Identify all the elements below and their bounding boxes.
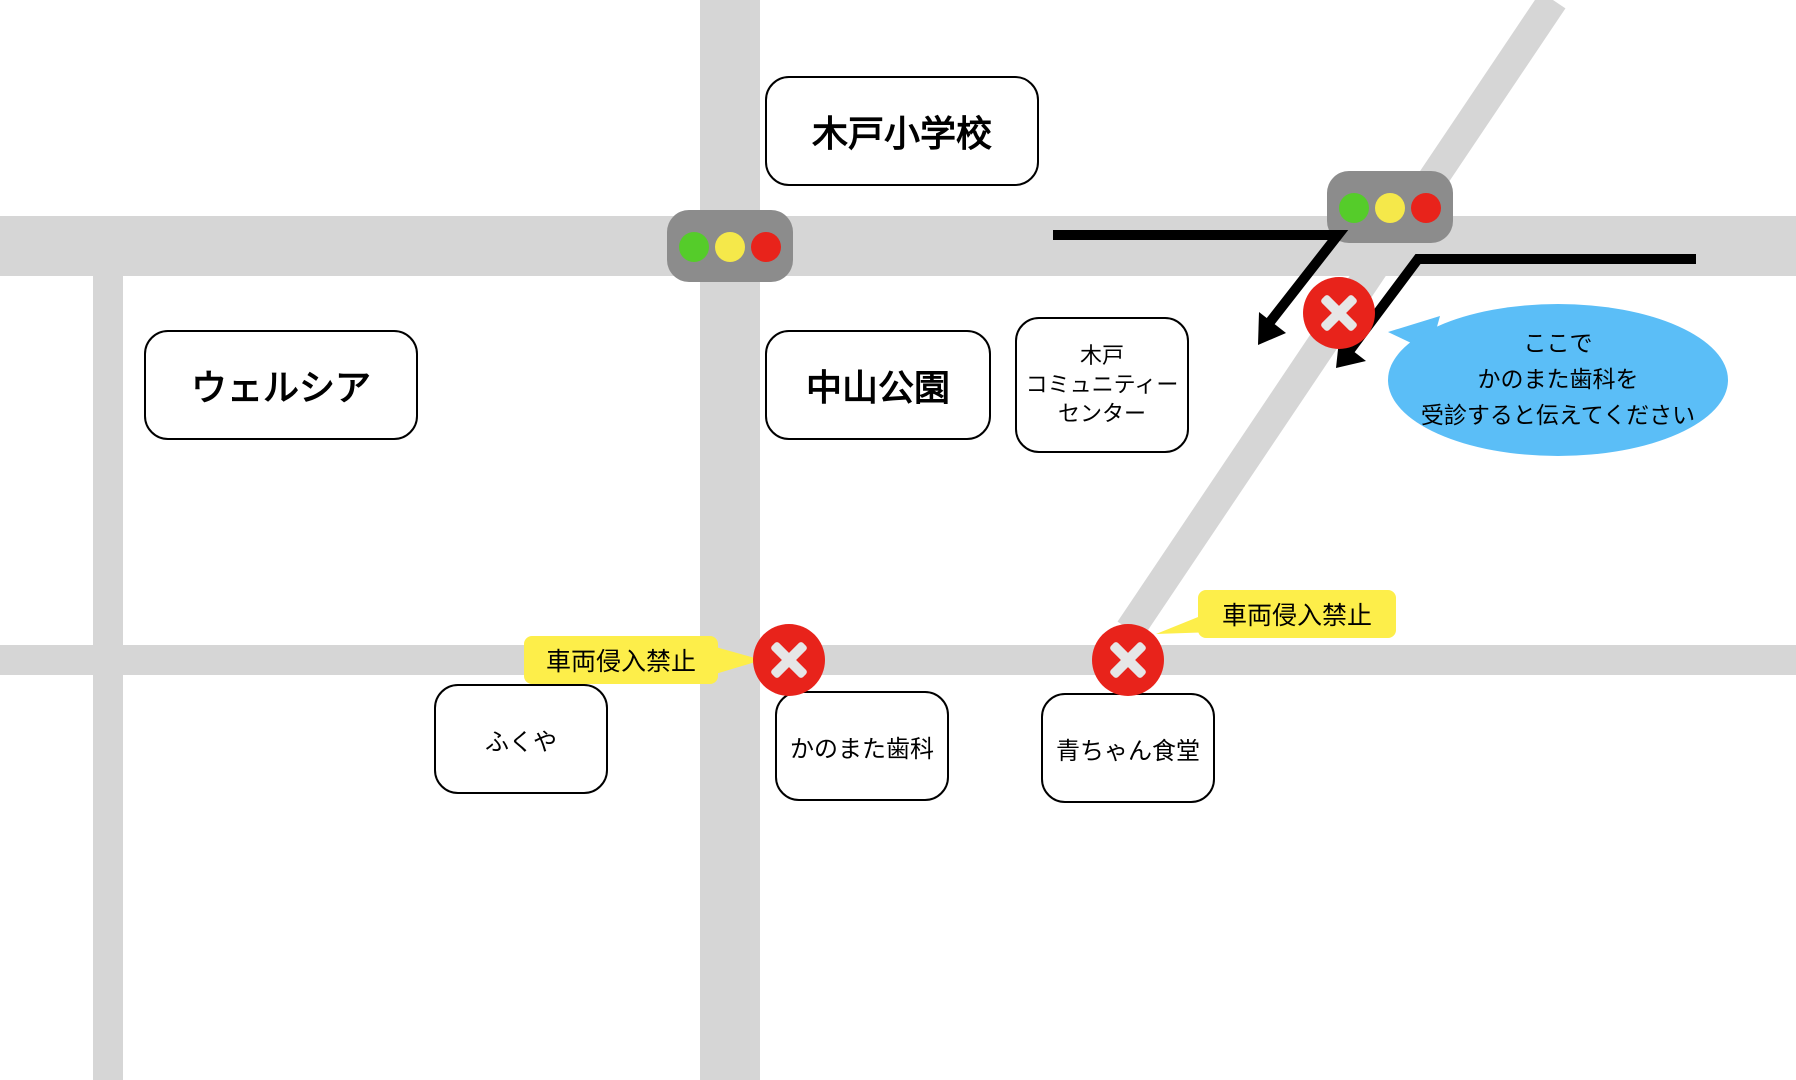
place-welcia: ウェルシア <box>144 330 418 440</box>
no-entry-icon <box>1303 277 1375 349</box>
place-label: ふくや <box>485 727 557 756</box>
place-nakayama-park: 中山公園 <box>765 330 991 440</box>
no-entry-icon <box>753 624 825 696</box>
place-fukuya: ふくや <box>434 684 608 794</box>
tag-label: 車両侵入禁止 <box>545 647 696 676</box>
place-label: ウェルシア <box>190 368 371 409</box>
no-entry-icon <box>1092 624 1164 696</box>
tag-label: 車両侵入禁止 <box>1221 601 1372 630</box>
signal-yellow-lamp <box>715 232 745 262</box>
road-vertical-main <box>700 0 760 1080</box>
road-horizontal-north <box>0 216 1796 276</box>
signal-green-lamp <box>1339 193 1369 223</box>
place-label: 木戸 コミュニティー センター <box>1025 343 1179 427</box>
traffic-light-icon <box>667 210 793 282</box>
road-horizontal-south <box>0 645 1796 675</box>
place-label: かのまた歯科 <box>790 734 934 763</box>
signal-red-lamp <box>751 232 781 262</box>
place-kido-elementary-school: 木戸小学校 <box>765 76 1039 186</box>
traffic-light-icon <box>1327 171 1453 243</box>
callout-text: ここで かのまた歯科を 受診すると伝えてください <box>1420 331 1696 429</box>
signal-yellow-lamp <box>1375 193 1405 223</box>
signal-green-lamp <box>679 232 709 262</box>
road-vertical-west <box>93 276 123 1080</box>
place-label: 木戸小学校 <box>811 114 992 155</box>
place-kanomata-dental: かのまた歯科 <box>775 691 949 801</box>
instruction-callout: ここで かのまた歯科を 受診すると伝えてください <box>1388 304 1728 456</box>
signal-red-lamp <box>1411 193 1441 223</box>
place-label: 青ちゃん食堂 <box>1056 736 1200 765</box>
place-label: 中山公園 <box>805 368 950 409</box>
place-ao-chan-diner: 青ちゃん食堂 <box>1041 693 1215 803</box>
no-vehicle-entry-tag: 車両侵入禁止 <box>524 636 718 684</box>
no-vehicle-entry-tag: 車両侵入禁止 <box>1198 590 1396 638</box>
place-kido-community-center: 木戸 コミュニティー センター <box>1015 317 1189 453</box>
